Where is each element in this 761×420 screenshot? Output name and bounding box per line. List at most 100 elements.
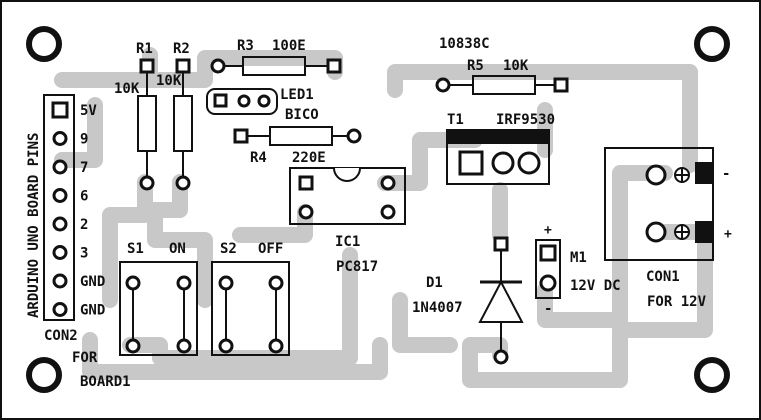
con1-plus: + xyxy=(724,227,732,242)
resistor-r5: R5 10K xyxy=(435,58,569,95)
d1-pad-anode xyxy=(493,236,509,252)
s1-pad-4 xyxy=(176,338,192,354)
s2-label: S2 xyxy=(220,241,237,257)
con2-pad xyxy=(52,216,68,232)
screw-icon xyxy=(674,167,690,183)
r4-label: R4 xyxy=(250,150,267,166)
con2-pad xyxy=(52,245,68,260)
con2-for-label: FOR xyxy=(72,350,98,366)
led1-pad-1 xyxy=(213,93,228,108)
motor-m1: + - M1 12V DC xyxy=(535,223,621,317)
mount-hole-top-right xyxy=(694,26,730,62)
led1-outline xyxy=(206,88,278,115)
r3-label: R3 xyxy=(237,38,254,54)
pin-label: GND xyxy=(80,303,105,319)
con2-pad xyxy=(52,188,68,203)
m1-plus: + xyxy=(544,223,552,238)
m1-outline xyxy=(535,239,561,299)
t1-tab xyxy=(447,130,549,144)
con1-outline xyxy=(604,147,714,261)
con1-minus: - xyxy=(722,166,730,182)
pin-label: GND xyxy=(80,274,105,290)
r2-pad-2 xyxy=(175,175,191,191)
screw-icon xyxy=(674,224,690,240)
m1-pad-plus xyxy=(539,244,557,262)
switch-s2: S2 OFF xyxy=(211,241,290,356)
diode-d1: D1 1N4007 xyxy=(412,236,524,365)
r2-value: 10K xyxy=(156,73,182,89)
resistor-r1: R1 10K xyxy=(114,41,157,191)
con1-desc: FOR 12V xyxy=(647,294,707,310)
s1-pad-1 xyxy=(125,275,141,291)
pin-label: 5V xyxy=(80,103,97,119)
con1-tab-bottom xyxy=(695,221,713,243)
m1-voltage: 12V DC xyxy=(570,278,621,294)
con1-terminal: - + CON1 FOR 12V xyxy=(604,147,732,310)
d1-label: D1 xyxy=(426,275,443,291)
switch-s1: S1 ON xyxy=(119,241,198,356)
s1-state: ON xyxy=(169,241,186,257)
led1-pad-2 xyxy=(237,94,251,108)
header-title: ARDUINO UNO BOARD PINS xyxy=(26,133,42,318)
resistor-r2: R2 10K xyxy=(156,41,193,191)
m1-label: M1 xyxy=(570,250,587,266)
pin-label: 6 xyxy=(80,189,88,205)
con2-label: CON2 xyxy=(44,328,78,344)
s2-state: OFF xyxy=(258,241,283,257)
m1-pad-minus xyxy=(539,274,557,292)
pin-label: 3 xyxy=(80,246,88,262)
mounting-holes xyxy=(26,26,730,393)
mount-hole-bottom-right xyxy=(694,357,730,393)
resistor-r3: R3 100E xyxy=(210,38,342,76)
ic1-pad-3 xyxy=(380,204,396,220)
con2-outline xyxy=(43,94,75,321)
r2-pad-1 xyxy=(175,58,191,74)
r1-label: R1 xyxy=(136,41,153,57)
ic1-label: IC1 xyxy=(335,234,360,250)
con2-pad xyxy=(51,101,69,119)
led1-type: BICO xyxy=(285,107,319,123)
s1-label: S1 xyxy=(127,241,144,257)
resistor-r4: R4 220E xyxy=(233,126,362,166)
r3-value: 100E xyxy=(272,38,306,54)
s1-pad-3 xyxy=(125,338,141,354)
r1-pad-1 xyxy=(139,58,155,74)
ic1: IC1 PC817 xyxy=(289,167,406,275)
r4-pad-2 xyxy=(346,128,362,144)
t1-pad-3 xyxy=(517,151,541,175)
led1-pad-3 xyxy=(257,94,271,108)
con2-board-label: BOARD1 xyxy=(80,374,131,390)
pin-label: 9 xyxy=(80,132,88,148)
r2-label: R2 xyxy=(173,41,190,57)
d1-pad-cathode xyxy=(493,349,509,365)
s1-pad-2 xyxy=(176,275,192,291)
mount-hole-top-left xyxy=(26,26,62,62)
transistor-t1: T1 IRF9530 xyxy=(446,112,555,185)
r5-label: R5 xyxy=(467,58,484,74)
ic1-pad-2 xyxy=(298,204,314,220)
r4-value: 220E xyxy=(292,150,326,166)
t1-type: IRF9530 xyxy=(496,112,555,128)
led1: LED1 BICO xyxy=(206,87,319,123)
s2-pad-1 xyxy=(218,275,234,291)
board-code: 10838C xyxy=(439,36,490,52)
ic1-notch xyxy=(333,167,361,182)
ic1-pad-4 xyxy=(380,175,396,191)
t1-label: T1 xyxy=(447,112,464,128)
s1-outline xyxy=(119,261,198,356)
pin-label: 2 xyxy=(80,217,88,233)
con1-label: CON1 xyxy=(646,269,680,285)
t1-pad-2 xyxy=(491,151,515,175)
d1-type: 1N4007 xyxy=(412,300,463,316)
s2-pad-2 xyxy=(268,275,284,291)
mount-hole-bottom-left xyxy=(26,357,62,393)
ic1-pad-1 xyxy=(298,175,314,191)
r5-value: 10K xyxy=(503,58,529,74)
r5-pad-2 xyxy=(553,77,569,93)
r1-pad-2 xyxy=(139,175,155,191)
con2-pad xyxy=(52,273,68,289)
r3-pad-1 xyxy=(210,58,226,74)
